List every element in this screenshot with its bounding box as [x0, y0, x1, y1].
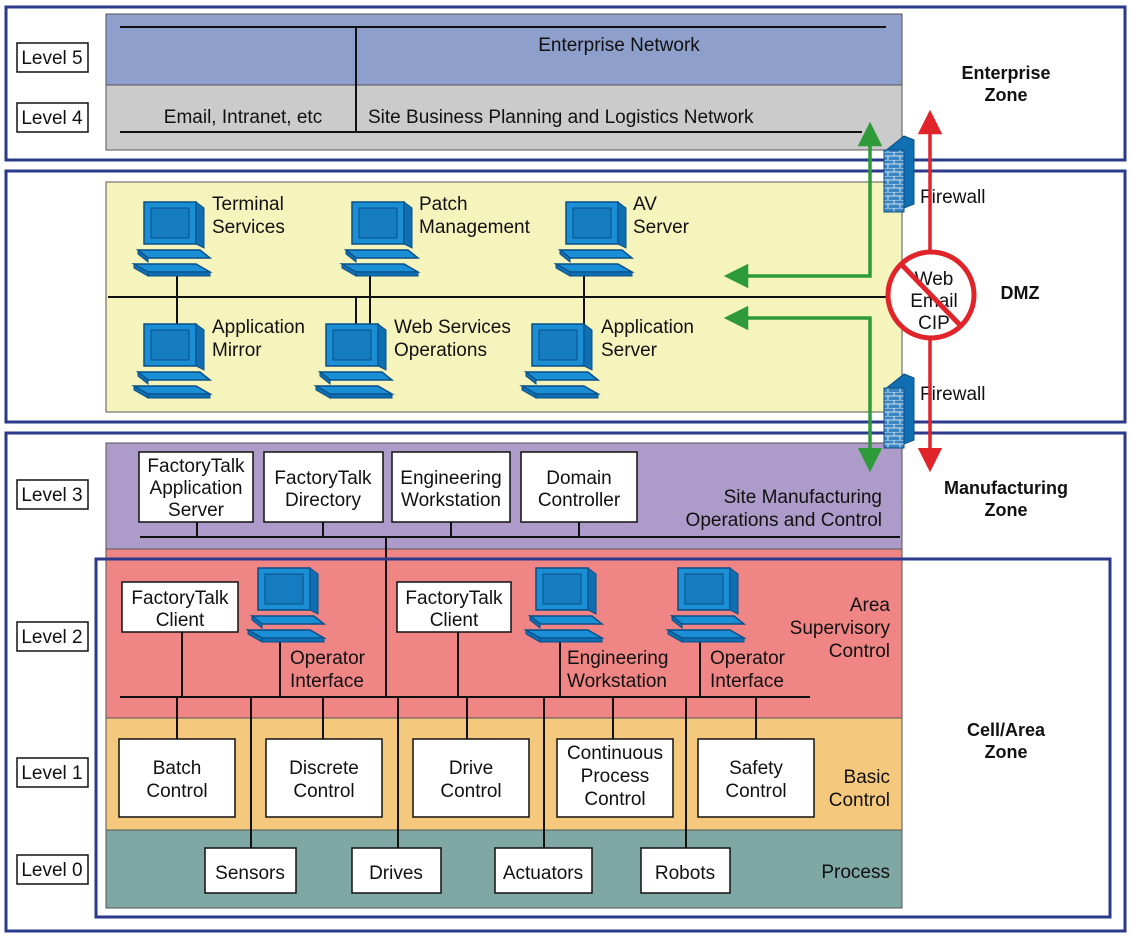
level-1-label: Level 1 — [21, 763, 82, 784]
drives-label: Drives — [369, 863, 423, 884]
discrete-control-box — [265, 738, 383, 818]
drive-control-box — [412, 738, 530, 818]
email-intranet-label: Email, Intranet, etc — [164, 107, 322, 128]
level-labels: Level 5 Level 4 Level 3 Level 2 Level 1 … — [16, 42, 89, 885]
lower-firewall — [883, 373, 915, 449]
computer-icon — [133, 323, 211, 399]
robots-label: Robots — [655, 863, 715, 884]
level-badge — [16, 621, 89, 652]
engineering-workstation-box — [391, 451, 511, 523]
computer-icon — [315, 323, 393, 399]
level2-band — [105, 548, 903, 719]
process-label: Process — [821, 862, 890, 883]
robots-box — [640, 847, 731, 894]
factorytalk-client-box — [396, 581, 512, 633]
computer-icon — [247, 567, 325, 643]
actuators-box — [494, 847, 593, 894]
upper-firewall — [883, 135, 915, 213]
cell-area-zone-frame — [94, 557, 1112, 919]
level-0-label: Level 0 — [21, 860, 82, 881]
sensors-box — [204, 847, 297, 894]
level-badge — [16, 102, 89, 133]
level-2-label: Level 2 — [21, 627, 82, 648]
site-business-label: Site Business Planning and Logistics Net… — [368, 107, 754, 128]
drives-box — [351, 847, 442, 894]
safety-control-box — [697, 738, 815, 818]
level-badge — [16, 854, 89, 885]
level5-band — [105, 13, 903, 86]
green-arrow-upper — [723, 121, 883, 289]
computer-icon — [525, 567, 603, 643]
level-badge — [16, 42, 89, 73]
computer-icon — [555, 201, 633, 277]
green-arrow-lower — [723, 305, 883, 473]
level-3-label: Level 3 — [21, 485, 82, 506]
enterprise-network-label: Enterprise Network — [538, 35, 700, 56]
level-badge — [16, 479, 89, 510]
dmz-zone-label: DMZ — [1001, 283, 1040, 303]
factorytalk-app-server-box — [138, 451, 254, 523]
computer-icon — [341, 201, 419, 277]
batch-control-box — [118, 738, 236, 818]
factorytalk-directory-box — [263, 451, 384, 523]
factorytalk-client-box — [121, 581, 239, 633]
sensors-label: Sensors — [215, 863, 285, 884]
prohibited-traffic-icon: WebEmailCIP — [885, 249, 977, 341]
actuators-label: Actuators — [503, 863, 583, 884]
computer-icon — [667, 567, 745, 643]
level-badge — [16, 757, 89, 788]
computer-icon — [521, 323, 599, 399]
level-5-label: Level 5 — [21, 48, 82, 69]
domain-controller-box — [520, 451, 638, 523]
level-4-label: Level 4 — [21, 108, 83, 129]
computer-icon — [133, 201, 211, 277]
continuous-process-box — [556, 738, 674, 818]
